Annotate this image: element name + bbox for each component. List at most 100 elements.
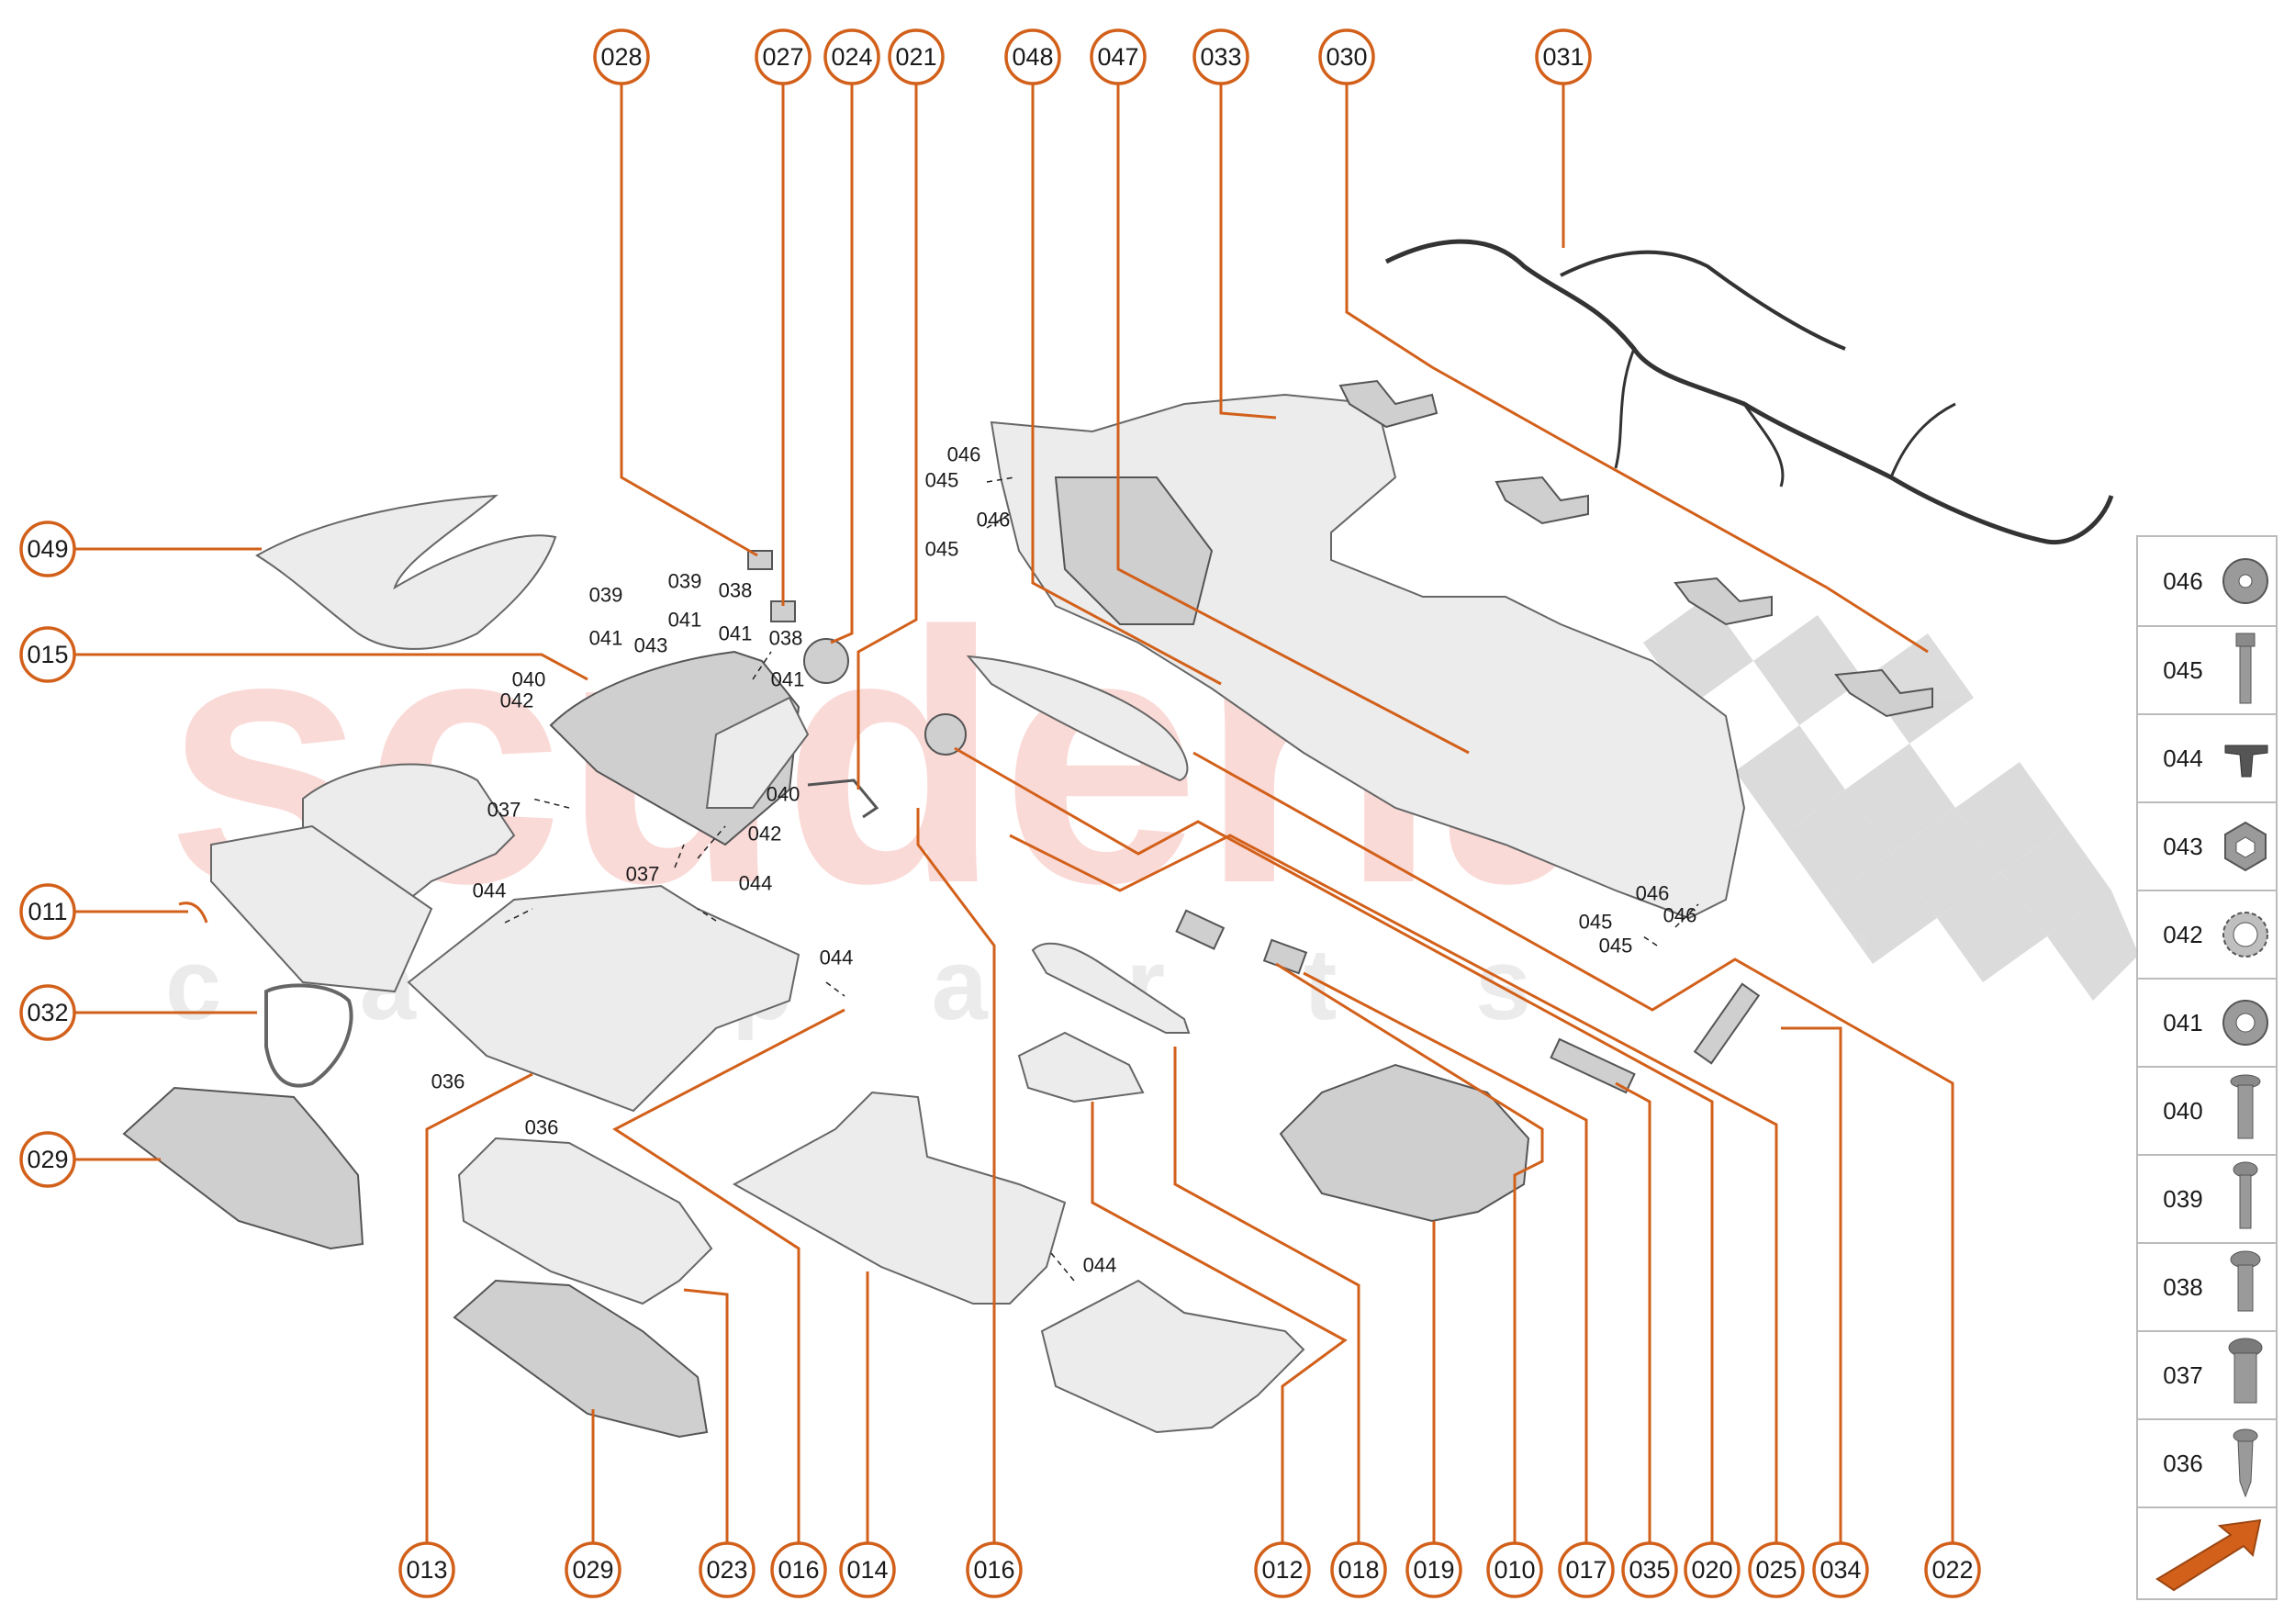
svg-text:038: 038 <box>2163 1273 2202 1301</box>
callout-024[interactable]: 024 <box>823 28 880 85</box>
svg-text:024: 024 <box>831 43 872 71</box>
svg-text:049: 049 <box>27 535 68 563</box>
push-clip-icon <box>2224 745 2268 778</box>
inline-label: 042 <box>500 689 534 712</box>
callout-034[interactable]: 034 <box>1812 1541 1869 1598</box>
legend-row-040[interactable]: 040 <box>2163 1074 2261 1139</box>
svg-text:029: 029 <box>572 1556 613 1584</box>
inline-label: 044 <box>820 946 854 969</box>
inline-label: 046 <box>977 509 1011 532</box>
callout-035[interactable]: 035 <box>1621 1541 1678 1598</box>
legend-row-039[interactable]: 039 <box>2163 1161 2258 1229</box>
inline-label: 040 <box>512 668 546 691</box>
svg-text:030: 030 <box>1326 43 1367 71</box>
svg-text:039: 039 <box>2163 1185 2202 1213</box>
part-024-speaker <box>803 638 849 684</box>
svg-text:018: 018 <box>1338 1556 1379 1584</box>
callout-031[interactable]: 031 <box>1535 28 1592 85</box>
part-012-shelf <box>1040 1279 1305 1434</box>
callout-047[interactable]: 047 <box>1090 28 1147 85</box>
svg-text:014: 014 <box>846 1556 888 1584</box>
svg-text:022: 022 <box>1931 1556 1973 1584</box>
part-030-bracket-3 <box>1674 577 1773 626</box>
callout-030[interactable]: 030 <box>1318 28 1375 85</box>
svg-text:041: 041 <box>2163 1009 2202 1036</box>
callout-020[interactable]: 020 <box>1684 1541 1741 1598</box>
callout-011[interactable]: 011 <box>19 883 76 940</box>
thick-bolt-icon <box>2228 1338 2263 1404</box>
callout-029-left[interactable]: 029 <box>19 1131 76 1188</box>
part-019-housing <box>1279 1063 1530 1223</box>
callout-015[interactable]: 015 <box>19 626 76 683</box>
legend-row-037[interactable]: 037 <box>2163 1338 2263 1404</box>
svg-text:010: 010 <box>1494 1556 1535 1584</box>
callout-018[interactable]: 018 <box>1330 1541 1387 1598</box>
star-lock-washer-icon <box>2222 912 2268 958</box>
fastener-legend: 046 045 044 043 042 041 040 039 <box>2136 535 2278 1600</box>
svg-text:042: 042 <box>2163 921 2202 948</box>
svg-text:037: 037 <box>2163 1361 2202 1389</box>
inline-label: 037 <box>626 863 660 886</box>
short-bolt-icon <box>2230 1250 2261 1312</box>
callout-022[interactable]: 022 <box>1924 1541 1981 1598</box>
inline-label: 044 <box>473 879 507 902</box>
part-029-tray-upper <box>122 1086 364 1250</box>
legend-row-038[interactable]: 038 <box>2163 1250 2261 1312</box>
callout-014[interactable]: 014 <box>839 1541 896 1598</box>
inline-label: 045 <box>1599 935 1633 958</box>
callout-048[interactable]: 048 <box>1004 28 1061 85</box>
svg-text:012: 012 <box>1261 1556 1303 1584</box>
callout-010[interactable]: 010 <box>1486 1541 1543 1598</box>
callout-012[interactable]: 012 <box>1254 1541 1311 1598</box>
svg-text:017: 017 <box>1565 1556 1606 1584</box>
inline-label: 039 <box>668 570 702 593</box>
svg-text:019: 019 <box>1413 1556 1454 1584</box>
callout-049[interactable]: 049 <box>19 521 76 577</box>
arrow-icon <box>2155 1518 2262 1592</box>
callout-leaders <box>67 76 1954 1542</box>
svg-text:046: 046 <box>2163 567 2202 595</box>
callout-027[interactable]: 027 <box>755 28 812 85</box>
inline-label: 036 <box>525 1116 559 1139</box>
part-foam-pad-lower <box>210 824 433 993</box>
legend-row-046[interactable]: 046 <box>2163 558 2268 604</box>
callout-033[interactable]: 033 <box>1192 28 1249 85</box>
legend-row-042[interactable]: 042 <box>2163 912 2268 958</box>
callout-021[interactable]: 021 <box>888 28 945 85</box>
legend-row-045[interactable]: 045 <box>2163 633 2256 704</box>
inline-label: 041 <box>589 627 623 650</box>
callout-013[interactable]: 013 <box>398 1541 455 1598</box>
part-020-speaker <box>924 713 967 756</box>
part-018-strip <box>1031 942 1191 1034</box>
hex-nut-icon <box>2224 821 2267 872</box>
top-callouts: 028 027 024 021 048 047 033 030 031 <box>593 28 1592 85</box>
callout-019[interactable]: 019 <box>1405 1541 1462 1598</box>
part-030-bracket-2 <box>1495 476 1589 525</box>
part-021-bracket <box>807 778 879 819</box>
callout-023[interactable]: 023 <box>699 1541 756 1598</box>
inline-label: 045 <box>925 469 959 492</box>
inline-labels: 039 041 043 039 041 038 041 038 040 042 … <box>431 443 1697 1277</box>
part-031-harness-leads <box>1614 348 1956 487</box>
inline-label: 044 <box>1083 1254 1117 1277</box>
callout-025[interactable]: 025 <box>1748 1541 1805 1598</box>
callout-028[interactable]: 028 <box>593 28 650 85</box>
inline-label: 037 <box>487 799 521 822</box>
svg-text:043: 043 <box>2163 833 2202 860</box>
svg-text:033: 033 <box>1200 43 1241 71</box>
callout-016-a[interactable]: 016 <box>770 1541 827 1598</box>
callout-032[interactable]: 032 <box>19 984 76 1041</box>
part-036-grid-panel <box>407 884 800 1113</box>
legend-row-036[interactable]: 036 <box>2163 1428 2258 1498</box>
callout-016-b[interactable]: 016 <box>966 1541 1023 1598</box>
next-page-button[interactable] <box>2155 1518 2262 1592</box>
callout-029-bottom[interactable]: 029 <box>565 1541 621 1598</box>
legend-row-041[interactable]: 041 <box>2163 1000 2268 1046</box>
callout-017[interactable]: 017 <box>1558 1541 1615 1598</box>
self-tapping-screw-icon <box>2233 1428 2258 1498</box>
legend-row-043[interactable]: 043 <box>2163 821 2267 872</box>
inline-label: 036 <box>431 1070 465 1093</box>
legend-row-044[interactable]: 044 <box>2163 745 2268 778</box>
inline-label: 043 <box>634 634 668 657</box>
